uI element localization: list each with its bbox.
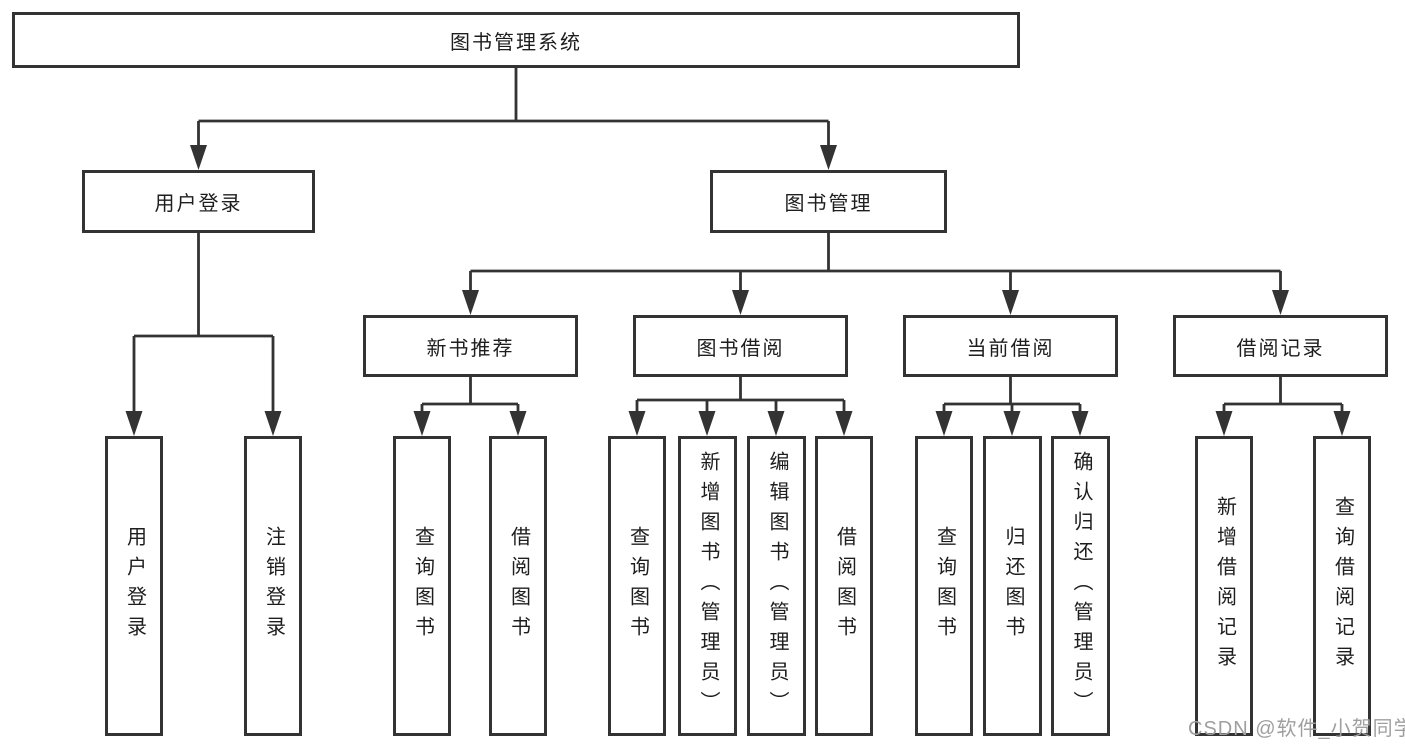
connector-user-login — [132, 233, 275, 414]
connector-new-book — [420, 377, 520, 414]
leaf-add-books-admin-label: 新增图书（管理员） — [697, 451, 719, 721]
leaf-borrow-books-2: 借阅图书 — [815, 436, 873, 736]
leaf-confirm-return-admin: 确认归还（管理员） — [1051, 436, 1110, 736]
leaf-query-books-3: 查询图书 — [915, 436, 973, 736]
leaf-borrow-books-1-label: 借阅图书 — [507, 526, 530, 646]
csdn-watermark: CSDN @软件_小贺同学 — [1188, 718, 1405, 740]
leaf-borrow-books-1: 借阅图书 — [489, 436, 547, 736]
leaf-return-books-label: 归还图书 — [1002, 526, 1024, 646]
leaf-query-books-3-label: 查询图书 — [933, 526, 956, 646]
leaf-borrow-books-2-label: 借阅图书 — [833, 526, 856, 646]
connector-book-mgmt — [469, 233, 1282, 293]
leaf-query-books-2-label: 查询图书 — [626, 526, 649, 646]
node-current-borrow-label: 当前借阅 — [966, 337, 1055, 360]
node-new-book-recommend: 新书推荐 — [363, 315, 578, 377]
leaf-user-login: 用户登录 — [105, 436, 163, 736]
node-book-mgmt: 图书管理 — [710, 170, 947, 233]
connector-borrow-records — [1222, 377, 1344, 414]
leaf-logout-label: 注销登录 — [262, 526, 285, 646]
leaf-query-borrow-record-label: 查询借阅记录 — [1331, 496, 1354, 676]
node-user-login-label: 用户登录 — [154, 193, 243, 215]
connector-current-borrow — [942, 377, 1082, 414]
leaf-query-books-2: 查询图书 — [608, 436, 666, 736]
node-current-borrow: 当前借阅 — [903, 315, 1118, 377]
node-new-book-recommend-label: 新书推荐 — [426, 337, 515, 360]
node-root: 图书管理系统 — [12, 12, 1020, 68]
leaf-confirm-return-admin-label: 确认归还（管理员） — [1070, 451, 1092, 721]
leaf-add-books-admin: 新增图书（管理员） — [678, 436, 737, 736]
leaf-add-borrow-record: 新增借阅记录 — [1195, 436, 1253, 736]
leaf-edit-books-admin-label: 编辑图书（管理员） — [766, 451, 788, 721]
node-book-borrow-label: 图书借阅 — [696, 337, 785, 360]
node-root-label: 图书管理系统 — [450, 31, 582, 54]
leaf-query-books-1-label: 查询图书 — [411, 526, 434, 646]
leaf-logout: 注销登录 — [244, 436, 302, 736]
leaf-user-login-label: 用户登录 — [123, 526, 146, 646]
connector-book-borrow — [635, 377, 846, 414]
leaf-return-books: 归还图书 — [983, 436, 1042, 736]
leaf-query-books-1: 查询图书 — [393, 436, 451, 736]
node-book-borrow: 图书借阅 — [633, 315, 848, 377]
connector-root — [197, 68, 830, 150]
node-book-mgmt-label: 图书管理 — [784, 193, 873, 215]
arrowheads — [125, 145, 1351, 436]
leaf-edit-books-admin: 编辑图书（管理员） — [747, 436, 806, 736]
node-borrow-records-label: 借阅记录 — [1236, 337, 1325, 360]
leaf-add-borrow-record-label: 新增借阅记录 — [1213, 496, 1236, 676]
node-borrow-records: 借阅记录 — [1173, 315, 1388, 377]
node-user-login: 用户登录 — [82, 170, 315, 233]
leaf-query-borrow-record: 查询借阅记录 — [1313, 436, 1371, 736]
